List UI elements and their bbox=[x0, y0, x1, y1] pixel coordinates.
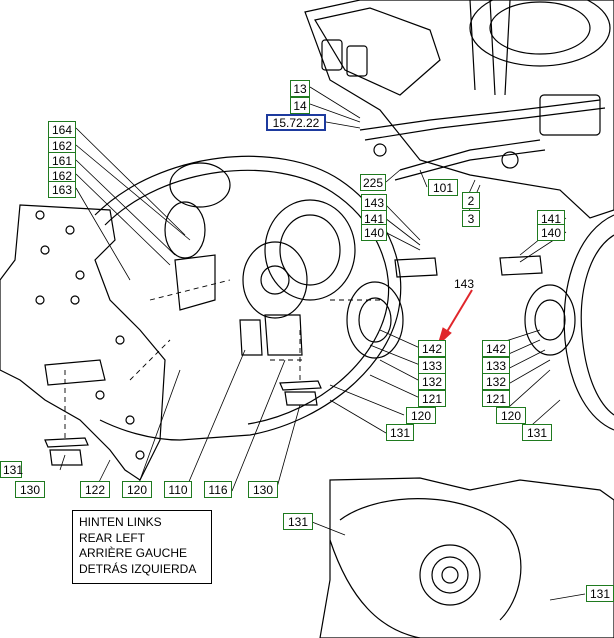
callout-121-right[interactable]: 121 bbox=[482, 390, 510, 407]
callout-140-right[interactable]: 140 bbox=[537, 224, 565, 241]
legend-german: HINTEN LINKS bbox=[79, 515, 162, 529]
left-drum bbox=[94, 155, 402, 441]
callout-130-left[interactable]: 130 bbox=[15, 481, 45, 498]
lower-drum-detail bbox=[319, 477, 614, 638]
callout-143-arrow[interactable]: 143 bbox=[453, 277, 475, 291]
legend-english: REAR LEFT bbox=[79, 530, 146, 545]
callout-101[interactable]: 101 bbox=[428, 179, 458, 196]
callout-116[interactable]: 116 bbox=[204, 481, 232, 498]
callout-225[interactable]: 225 bbox=[360, 174, 386, 191]
callout-122[interactable]: 122 bbox=[80, 481, 110, 498]
turntable bbox=[469, 0, 611, 67]
callout-132-left[interactable]: 132 bbox=[418, 373, 446, 390]
callout-131-lower-drum[interactable]: 131 bbox=[283, 513, 313, 530]
callout-131-bottom-left[interactable]: 131 bbox=[0, 461, 23, 478]
right-drum bbox=[563, 214, 614, 431]
callout-15-72-22[interactable]: 15.72.22 bbox=[266, 114, 326, 131]
callout-120-bottom[interactable]: 120 bbox=[122, 481, 152, 498]
callout-130-center[interactable]: 130 bbox=[248, 481, 278, 498]
callout-163[interactable]: 163 bbox=[48, 181, 76, 198]
callout-142-left[interactable]: 142 bbox=[418, 340, 446, 357]
callout-132-right[interactable]: 132 bbox=[482, 373, 510, 390]
callout-141-left[interactable]: 141 bbox=[361, 210, 387, 227]
callout-110[interactable]: 110 bbox=[164, 481, 192, 498]
callout-120-right[interactable]: 120 bbox=[496, 407, 526, 424]
rubber-mount-center bbox=[284, 391, 318, 406]
side-plate bbox=[0, 204, 166, 481]
legend-spanish: DETRÁS IZQUIERDA bbox=[79, 561, 197, 576]
callout-120-left[interactable]: 120 bbox=[406, 407, 436, 424]
hub-motor bbox=[264, 199, 356, 301]
callout-142-right[interactable]: 142 bbox=[482, 340, 510, 357]
callout-133-right[interactable]: 133 bbox=[482, 357, 510, 374]
callout-2[interactable]: 2 bbox=[462, 192, 480, 209]
callout-161[interactable]: 161 bbox=[48, 152, 76, 169]
callout-131-right[interactable]: 131 bbox=[522, 424, 552, 441]
view-legend: HINTEN LINKS REAR LEFT ARRIÈRE GAUCHE DE… bbox=[72, 510, 212, 584]
callout-140-left[interactable]: 140 bbox=[361, 224, 387, 241]
callout-13[interactable]: 13 bbox=[290, 80, 310, 97]
callout-121-left[interactable]: 121 bbox=[418, 390, 446, 407]
callout-131-left[interactable]: 131 bbox=[386, 424, 414, 441]
callout-164[interactable]: 164 bbox=[48, 121, 76, 138]
machine-frame bbox=[304, 0, 614, 219]
callout-14[interactable]: 14 bbox=[290, 97, 310, 114]
callout-3[interactable]: 3 bbox=[462, 210, 480, 227]
rubber-mount-left bbox=[49, 449, 83, 466]
pointer-arrow bbox=[437, 289, 473, 347]
callout-143-left[interactable]: 143 bbox=[361, 194, 387, 211]
callout-131-lower-right[interactable]: 131 bbox=[586, 585, 614, 602]
callout-133-left[interactable]: 133 bbox=[418, 357, 446, 374]
legend-french: ARRIÈRE GAUCHE bbox=[79, 546, 188, 560]
